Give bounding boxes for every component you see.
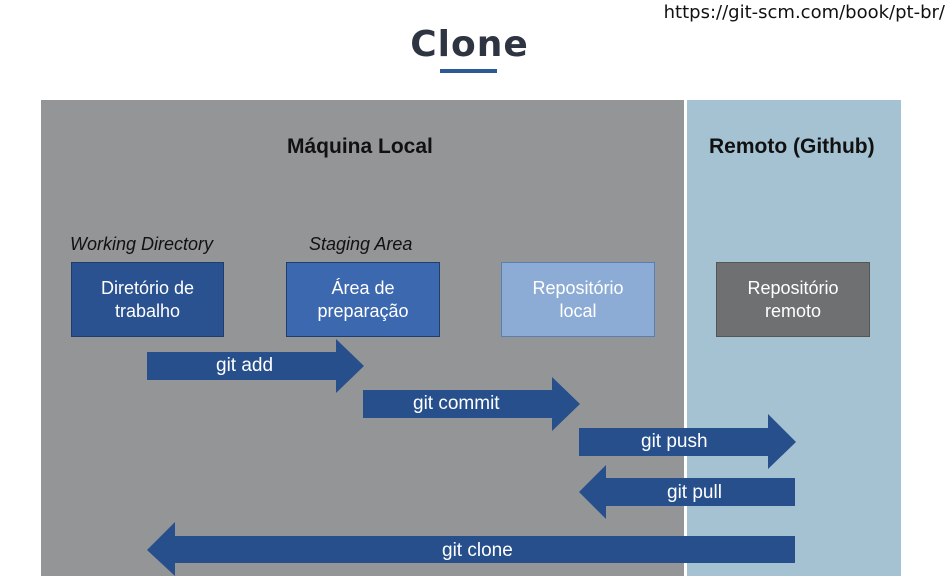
remote-panel-title: Remoto (Github) xyxy=(709,135,875,158)
git-pull-arrow xyxy=(579,465,795,519)
git-push-arrow xyxy=(579,414,796,469)
local-panel-title: Máquina Local xyxy=(287,135,433,158)
working-directory-label: Working Directory xyxy=(70,234,214,254)
local-repository-box: Repositório local xyxy=(501,262,655,337)
remote-repository-box: Repositório remoto xyxy=(716,262,870,337)
git-push-label: git push xyxy=(641,431,708,452)
slide-title: Clone xyxy=(410,24,529,65)
panel-divider xyxy=(684,100,687,576)
title-underline xyxy=(440,69,497,73)
git-commit-label: git commit xyxy=(413,393,500,414)
git-pull-label: git pull xyxy=(667,482,722,503)
source-url: https://git-scm.com/book/pt-br/ xyxy=(663,2,945,23)
git-clone-arrow xyxy=(147,522,795,576)
git-add-label: git add xyxy=(216,355,274,376)
local-machine-panel xyxy=(41,100,684,576)
staging-area-label: Staging Area xyxy=(309,234,413,254)
git-add-arrow xyxy=(147,339,364,393)
staging-area-box: Área de preparação xyxy=(286,262,440,337)
git-commit-arrow xyxy=(363,377,580,431)
working-directory-box: Diretório de trabalho xyxy=(71,262,224,337)
git-clone-label: git clone xyxy=(442,540,513,561)
